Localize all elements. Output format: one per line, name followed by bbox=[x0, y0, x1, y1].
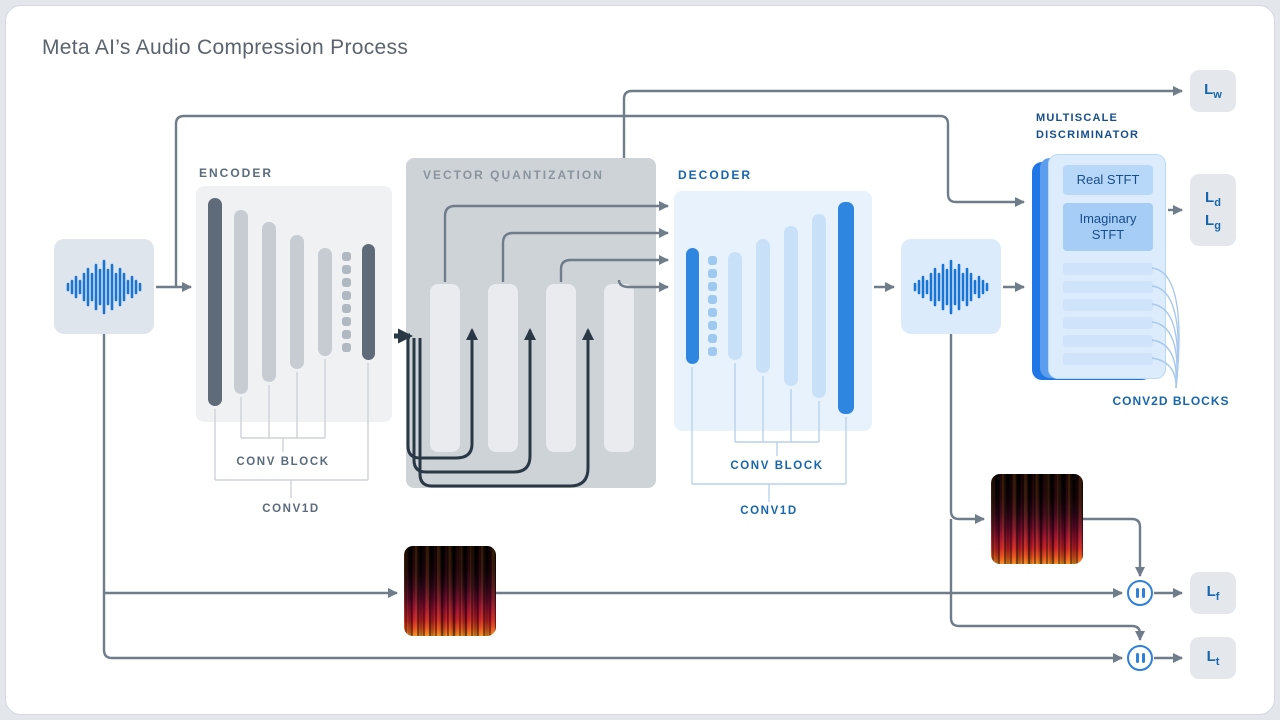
encoder-bar bbox=[208, 198, 222, 406]
output-spectrogram-image bbox=[991, 474, 1083, 564]
imaginary-stft-block: Imaginary STFT bbox=[1063, 203, 1153, 251]
waveform-icon bbox=[913, 259, 989, 314]
loss-lf: Lf bbox=[1206, 583, 1220, 603]
vq-codebook-bar bbox=[488, 284, 518, 452]
decoder-label: DECODER bbox=[678, 168, 753, 182]
conv2d-blocks-label: CONV2D BLOCKS bbox=[1112, 394, 1230, 408]
encoder-dots-icon bbox=[342, 252, 351, 352]
encoder-bar bbox=[290, 235, 304, 369]
vq-label: VECTOR QUANTIZATION bbox=[423, 168, 604, 182]
input-audio-box bbox=[54, 239, 154, 334]
output-audio-box bbox=[901, 239, 1001, 334]
loss-lt: Lt bbox=[1206, 648, 1220, 668]
conv2d-block-bar bbox=[1063, 317, 1153, 329]
discriminator-title: MULTISCALE DISCRIMINATOR bbox=[1036, 110, 1139, 144]
page-title: Meta AI’s Audio Compression Process bbox=[42, 36, 409, 59]
decoder-conv1d-label: CONV1D bbox=[740, 505, 798, 517]
discriminator-title-line2: DISCRIMINATOR bbox=[1036, 129, 1140, 141]
encoder-conv1d-label: CONV1D bbox=[262, 503, 320, 515]
loss-ld: Ld bbox=[1205, 188, 1221, 209]
encoder-bar bbox=[262, 222, 276, 382]
decoder-conv-block-label: CONV BLOCK bbox=[730, 460, 824, 472]
conv2d-block-bar bbox=[1063, 353, 1153, 365]
loss-lg: Lg bbox=[1205, 211, 1221, 232]
real-stft-block: Real STFT bbox=[1063, 165, 1153, 195]
decoder-bar bbox=[756, 239, 770, 373]
time-loss-merge-node bbox=[1127, 645, 1153, 671]
loss-lw: Lw bbox=[1204, 81, 1222, 101]
decoder-bar bbox=[728, 252, 742, 360]
conv2d-block-bar bbox=[1063, 263, 1153, 275]
discriminator-card-front: Real STFT Imaginary STFT bbox=[1048, 154, 1166, 379]
vq-codebook-bar bbox=[430, 284, 460, 452]
waveform-icon bbox=[66, 259, 142, 314]
input-spectrogram-image bbox=[404, 546, 496, 636]
encoder-bar bbox=[234, 210, 248, 394]
decoder-bar bbox=[784, 226, 798, 386]
conv2d-block-bar bbox=[1063, 335, 1153, 347]
decoder-bar bbox=[812, 214, 826, 398]
loss-lf-badge: Lf bbox=[1190, 572, 1236, 614]
vq-codebook-bar bbox=[604, 284, 634, 452]
encoder-conv-block-label: CONV BLOCK bbox=[236, 456, 330, 468]
conv2d-block-bar bbox=[1063, 299, 1153, 311]
frequency-loss-merge-node bbox=[1127, 580, 1153, 606]
loss-lw-badge: Lw bbox=[1190, 70, 1236, 112]
conv2d-block-bar bbox=[1063, 281, 1153, 293]
decoder-bar bbox=[686, 248, 699, 364]
discriminator-title-line1: MULTISCALE bbox=[1036, 112, 1119, 124]
encoder-bar bbox=[362, 244, 375, 360]
loss-lt-badge: Lt bbox=[1190, 637, 1236, 679]
encoder-bar bbox=[318, 248, 332, 356]
encoder-label: ENCODER bbox=[199, 166, 274, 180]
loss-ld-lg-badge: Ld Lg bbox=[1190, 174, 1236, 246]
vq-codebook-bar bbox=[546, 284, 576, 452]
diagram-card: Meta AI’s Audio Compression Process ENCO… bbox=[5, 5, 1275, 715]
decoder-dots-icon bbox=[708, 256, 717, 356]
decoder-bar bbox=[838, 202, 854, 414]
